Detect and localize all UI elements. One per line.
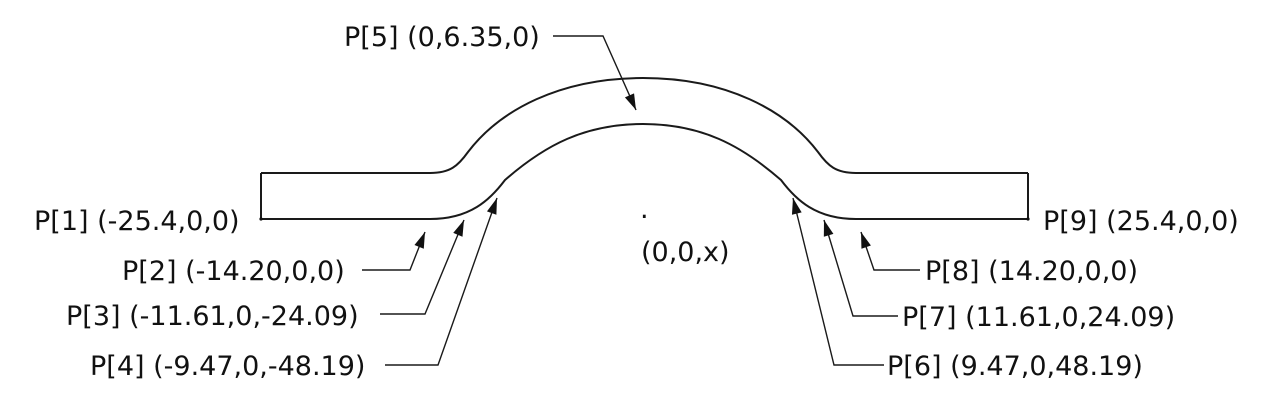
arrowhead-p8	[861, 232, 871, 249]
label-p1: P[1] (-25.4,0,0)	[34, 206, 240, 237]
leader-p5	[553, 35, 637, 111]
leader-p3	[380, 219, 465, 315]
arrowheads	[414, 93, 871, 249]
strip-inner-edge	[261, 122, 1028, 220]
arrowhead-p2	[414, 232, 425, 249]
leader-p6	[792, 197, 884, 366]
arrowhead-p5	[624, 93, 636, 110]
label-p8: P[8] (14.20,0,0)	[925, 256, 1138, 287]
origin-label: (0,0,x)	[641, 237, 730, 268]
label-p7: P[7] (11.61,0,24.09)	[902, 302, 1175, 333]
label-p4: P[4] (-9.47,0,-48.19)	[90, 351, 365, 382]
arrowhead-p3	[453, 220, 464, 237]
leader-p2	[362, 231, 426, 271]
leader-p7	[823, 219, 898, 317]
label-p5: P[5] (0,6.35,0)	[344, 22, 540, 53]
end-ticks	[259, 217, 1030, 221]
arrowhead-p6	[791, 198, 802, 215]
leader-p8	[860, 231, 920, 271]
leader-lines	[362, 35, 920, 366]
p9-marker	[1026, 217, 1030, 221]
label-p2: P[2] (-14.20,0,0)	[122, 256, 345, 287]
origin-dot: .	[640, 194, 649, 225]
point-labels: P[5] (0,6.35,0) P[1] (-25.4,0,0) P[9] (2…	[34, 22, 1239, 382]
label-p6: P[6] (9.47,0,48.19)	[887, 351, 1143, 382]
leader-p4	[385, 197, 498, 366]
label-p3: P[3] (-11.61,0,-24.09)	[66, 301, 359, 332]
strip-outer-edge	[261, 76, 1028, 174]
strip-outline	[260, 76, 1029, 220]
origin-marker: . (0,0,x)	[640, 194, 730, 268]
label-p9: P[9] (25.4,0,0)	[1043, 206, 1239, 237]
arrowhead-p7	[823, 220, 834, 237]
p1-marker	[259, 217, 263, 221]
arrowhead-p4	[486, 198, 497, 215]
